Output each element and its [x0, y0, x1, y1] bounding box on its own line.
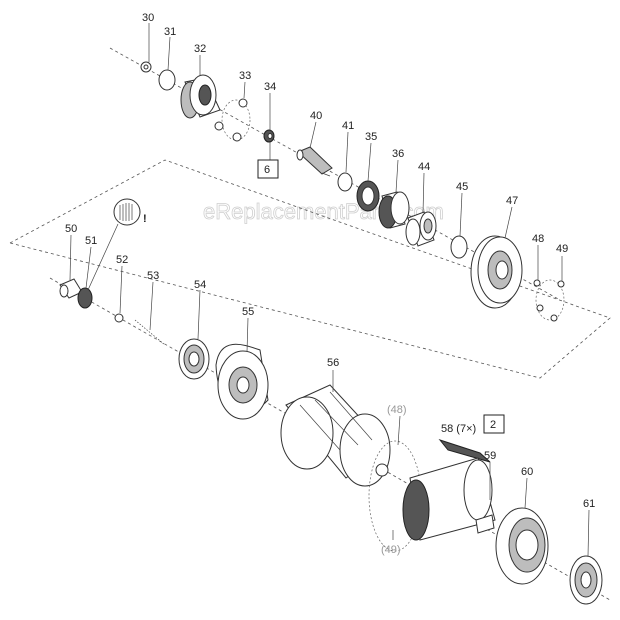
- part-56-stator-housing[interactable]: [280, 384, 391, 487]
- part-59-armature[interactable]: [368, 440, 496, 552]
- part-34-nut[interactable]: [263, 129, 275, 143]
- part-30-washer[interactable]: [140, 61, 152, 73]
- label-49-reference: (49): [381, 544, 401, 556]
- label-52: 52: [116, 254, 128, 266]
- svg-text:6: 6: [264, 164, 270, 176]
- part-41-snap-ring[interactable]: [337, 172, 353, 192]
- label-31: 31: [164, 26, 176, 38]
- label-32: 32: [194, 43, 206, 55]
- part-60-bearing-seat[interactable]: [495, 507, 549, 585]
- label-44: 44: [418, 161, 430, 173]
- label-51: 51: [85, 235, 97, 247]
- label-48-reference: (48): [387, 404, 407, 416]
- part-31-snap-ring[interactable]: [158, 69, 176, 91]
- label-49: 49: [556, 243, 568, 255]
- part-36-gear[interactable]: [378, 191, 410, 229]
- part-53-spring[interactable]: [134, 319, 166, 346]
- part-45-o-ring[interactable]: [450, 235, 468, 259]
- part-58-brush[interactable]: [438, 439, 491, 463]
- label-35: 35: [365, 131, 377, 143]
- label-33: 33: [239, 70, 251, 82]
- label-34: 34: [264, 81, 276, 93]
- label-40: 40: [310, 110, 322, 122]
- label-45: 45: [456, 181, 468, 193]
- leader-lines: [69, 23, 590, 557]
- reference-box-2: 2: [483, 414, 505, 434]
- part-labels: 30 31 32 33 34 40 41 35 36 44 45 47 48 4…: [65, 12, 595, 556]
- label-54: 54: [194, 279, 206, 291]
- part-48-ball[interactable]: [533, 279, 541, 287]
- label-36: 36: [392, 148, 404, 160]
- reference-box-6: 6: [257, 159, 279, 179]
- label-30: 30: [142, 12, 154, 24]
- label-60: 60: [521, 466, 533, 478]
- label-56: 56: [327, 357, 339, 369]
- part-54-bearing[interactable]: [178, 338, 210, 380]
- label-55: 55: [242, 306, 254, 318]
- warning-mark: !: [143, 213, 147, 225]
- grease-warning-icon: !: [87, 198, 147, 291]
- label-41: 41: [342, 120, 354, 132]
- svg-text:2: 2: [490, 419, 496, 431]
- assembly-frame: [9, 159, 611, 379]
- part-33-balls[interactable]: [214, 98, 251, 142]
- part-40-shaft[interactable]: [296, 146, 333, 177]
- part-55-end-bracket[interactable]: [215, 343, 269, 420]
- part-47-flange[interactable]: [470, 235, 523, 309]
- label-58: 58 (7×): [441, 423, 476, 435]
- label-59: 59: [484, 450, 496, 462]
- part-61-bearing[interactable]: [569, 555, 603, 605]
- label-53: 53: [147, 270, 159, 282]
- label-48: 48: [532, 233, 544, 245]
- part-44-bushing[interactable]: [405, 211, 437, 247]
- label-50: 50: [65, 223, 77, 235]
- part-32-bearing[interactable]: [180, 74, 221, 119]
- part-49-balls[interactable]: [535, 279, 565, 322]
- part-51-pinion[interactable]: [77, 287, 93, 309]
- label-47: 47: [506, 195, 518, 207]
- part-52-ball[interactable]: [114, 313, 124, 323]
- part-35-ring[interactable]: [356, 180, 380, 212]
- label-61: 61: [583, 498, 595, 510]
